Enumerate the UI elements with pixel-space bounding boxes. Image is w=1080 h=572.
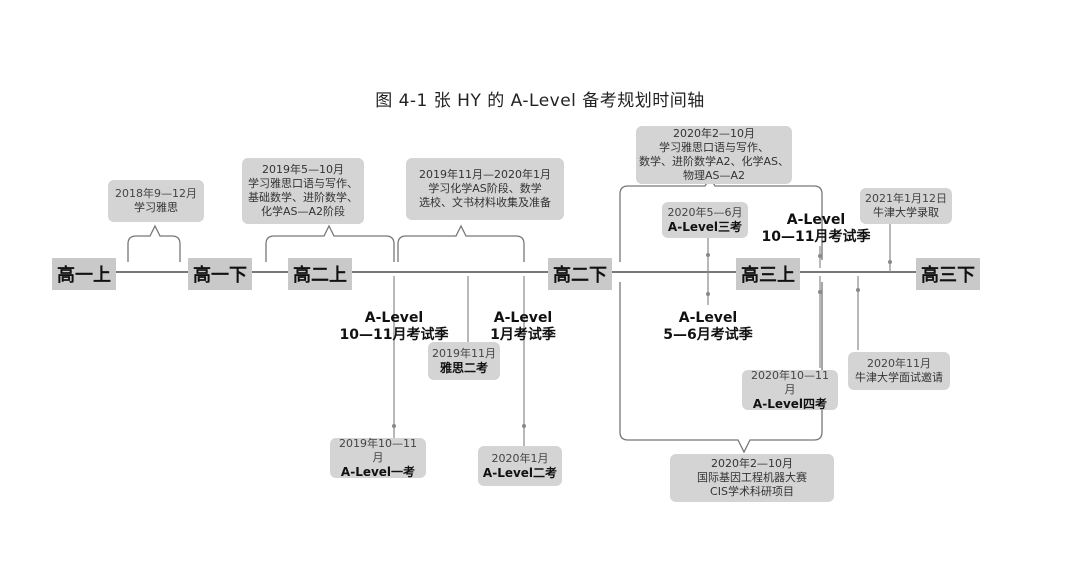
box-competition: 2020年2—10月 国际基因工程机器大赛 CIS学术科研项目 <box>670 454 834 502</box>
brace-fall-2019 <box>397 224 525 262</box>
box-spring-2019-text2: 基础数学、进阶数学、 <box>248 191 358 204</box>
box-competition-text1: 国际基因工程机器大赛 <box>697 471 807 484</box>
box-year-2020-text1: 学习雅思口语与写作、 <box>659 141 769 154</box>
box-competition-text2: CIS学术科研项目 <box>710 485 794 498</box>
stage-g1b: 高一下 <box>188 258 252 290</box>
stage-g2a: 高二上 <box>288 258 352 290</box>
season-2: A-Level 1月考试季 <box>478 310 568 344</box>
box-exam1: 2019年10—11月 A-Level一考 <box>330 437 426 479</box>
box-ielts-study-date: 2018年9—12月 <box>115 187 197 200</box>
box-year-2020-text2: 数学、进阶数学A2、化学AS、 <box>638 155 790 168</box>
box-year-2020-text3: 物理AS—A2 <box>682 169 746 182</box>
box-year-2020: 2020年2—10月 学习雅思口语与写作、 数学、进阶数学A2、化学AS、 物理… <box>636 126 792 184</box>
brace-ielts-study <box>127 224 181 262</box>
box-spring-2019-text1: 学习雅思口语与写作、 <box>248 177 358 190</box>
box-oxford-interview-text: 牛津大学面试邀请 <box>855 371 943 384</box>
stage-g2b: 高二下 <box>548 258 612 290</box>
box-exam2-text: A-Level二考 <box>482 466 558 480</box>
stage-g1a: 高一上 <box>52 258 116 290</box>
box-fall-2019-text1: 学习化学AS阶段、数学 <box>428 182 542 195</box>
box-year-2020-date: 2020年2—10月 <box>673 127 755 140</box>
box-oxford-interview-date: 2020年11月 <box>867 357 931 370</box>
box-oxford-admit-text: 牛津大学录取 <box>873 206 939 219</box>
brace-spring-2019 <box>265 224 395 262</box>
season-3-title: A-Level <box>678 310 738 326</box>
box-fall-2019-text2: 选校、文书材料收集及准备 <box>419 196 551 209</box>
bracket-competition <box>619 282 823 454</box>
figure-title: 图 4-1 张 HY 的 A-Level 备考规划时间轴 <box>375 91 705 111</box>
box-exam1-date: 2019年10—11月 <box>339 437 417 464</box>
box-oxford-interview: 2020年11月 牛津大学面试邀请 <box>848 352 950 390</box>
box-exam1-text: A-Level一考 <box>340 465 416 479</box>
box-exam4-date: 2020年10—11月 <box>751 369 829 396</box>
box-spring-2019: 2019年5—10月 学习雅思口语与写作、 基础数学、进阶数学、 化学AS—A2… <box>242 158 364 224</box>
season-2-title: A-Level <box>493 310 553 326</box>
box-oxford-admit: 2021年1月12日 牛津大学录取 <box>860 188 952 224</box>
season-4-title: A-Level <box>786 212 846 228</box>
box-exam4: 2020年10—11月 A-Level四考 <box>742 369 838 411</box>
box-exam2-date: 2020年1月 <box>491 452 549 465</box>
season-1-title: A-Level <box>364 310 424 326</box>
box-oxford-admit-date: 2021年1月12日 <box>865 192 947 205</box>
box-exam4-text: A-Level四考 <box>752 397 828 411</box>
season-1: A-Level 10—11月考试季 <box>334 310 454 344</box>
box-ielts-study-text: 学习雅思 <box>134 201 178 214</box>
season-3: A-Level 5—6月考试季 <box>650 310 766 344</box>
box-fall-2019: 2019年11月—2020年1月 学习化学AS阶段、数学 选校、文书材料收集及准… <box>406 158 564 220</box>
box-ielts2-text: 雅思二考 <box>439 361 488 375</box>
season-3-period: 5—6月考试季 <box>663 327 753 343</box>
stage-g3b: 高三下 <box>916 258 980 290</box>
box-exam3-text: A-Level三考 <box>667 220 743 234</box>
box-ielts-study: 2018年9—12月 学习雅思 <box>108 180 204 222</box>
stage-g3a: 高三上 <box>736 258 800 290</box>
box-spring-2019-text3: 化学AS—A2阶段 <box>260 205 346 218</box>
season-4-period: 10—11月考试季 <box>761 229 871 245</box>
box-competition-date: 2020年2—10月 <box>711 457 793 470</box>
season-2-period: 1月考试季 <box>490 327 556 343</box>
box-spring-2019-date: 2019年5—10月 <box>262 163 344 176</box>
season-1-period: 10—11月考试季 <box>339 327 449 343</box>
box-ielts2: 2019年11月 雅思二考 <box>428 342 500 380</box>
box-fall-2019-date: 2019年11月—2020年1月 <box>419 168 551 181</box>
box-exam2: 2020年1月 A-Level二考 <box>478 446 562 486</box>
box-exam3: 2020年5—6月 A-Level三考 <box>662 202 748 238</box>
season-4: A-Level 10—11月考试季 <box>756 212 876 246</box>
box-exam3-date: 2020年5—6月 <box>667 206 743 219</box>
box-ielts2-date: 2019年11月 <box>432 347 496 360</box>
